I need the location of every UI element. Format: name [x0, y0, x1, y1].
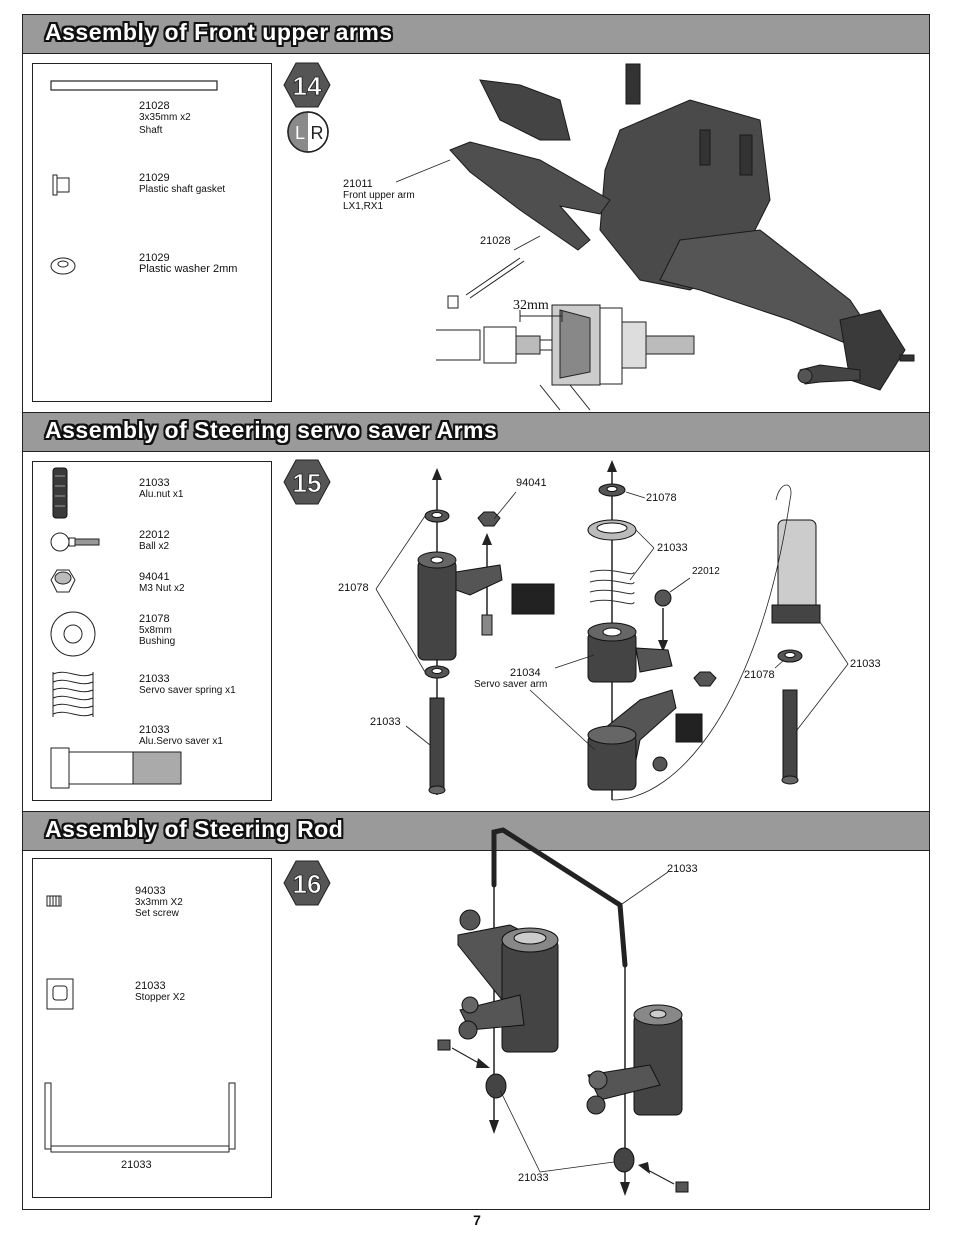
- callout-servo-saver-arm: 21034 Servo saver arm: [474, 667, 548, 691]
- part-label: 21033 Alu.Servo saver x1: [139, 724, 223, 748]
- callout-steering-rod: 21033: [667, 863, 698, 875]
- left-label: L: [295, 123, 305, 143]
- part-label: 21078 5x8mm Bushing: [139, 613, 176, 648]
- bushing-icon: [50, 611, 96, 657]
- step-number: 14: [293, 71, 322, 101]
- spring-icon: [52, 671, 94, 717]
- part-label: 21033 Alu.nut x1: [139, 477, 184, 501]
- callout-22012: 22012: [692, 566, 720, 577]
- stopper-icon: [46, 978, 74, 1010]
- parts-box-step-16: 94033 3x3mm X2 Set screw 21033 Stopper X…: [32, 858, 272, 1198]
- parts-box-step-15: 21033 Alu.nut x1 22012 Ball x2 94041 M3 …: [32, 461, 272, 801]
- callout-21078-left: 21078: [338, 582, 369, 594]
- step-number: 15: [293, 468, 322, 498]
- part-label: 21028 3x35mm x2 Shaft: [139, 100, 191, 137]
- callout-front-upper-arm: 21011 Front upper arm LX1,RX1: [343, 178, 415, 213]
- step-badge-15: 15: [283, 459, 331, 505]
- parts-box-step-14: 21028 3x35mm x2 Shaft 21029 Plastic shaf…: [32, 63, 272, 402]
- section-title: Assembly of Steering Rod: [45, 816, 344, 842]
- callout-21033-right: 21033: [850, 658, 881, 670]
- alu-nut-icon: [52, 467, 68, 519]
- callout-32mm: 32mm: [513, 298, 549, 313]
- callout-stopper: 21033: [518, 1172, 549, 1184]
- callout-21078-top: 21078: [646, 492, 677, 504]
- shaft-gasket-icon: [52, 174, 70, 196]
- part-label: 21029 Plastic shaft gasket: [139, 172, 226, 196]
- washer-icon: [50, 257, 76, 275]
- parts-illustrations: [44, 895, 236, 1153]
- part-label: 21029 Plastic washer 2mm: [139, 252, 238, 275]
- ball-icon: [50, 532, 100, 552]
- part-label: 94033 3x3mm X2 Set screw: [135, 885, 183, 920]
- step-number: 16: [293, 869, 322, 899]
- part-label: 21033: [121, 1159, 152, 1171]
- section-header-steering-rod: Assembly of Steering Rod: [22, 811, 930, 851]
- right-label: R: [311, 123, 324, 143]
- part-label: 94041 M3 Nut x2: [139, 571, 185, 595]
- step-badge-14: 14: [283, 62, 331, 108]
- step-badge-16: 16: [283, 860, 331, 906]
- page-number: 7: [473, 1212, 481, 1228]
- part-label: 21033 Stopper X2: [135, 980, 186, 1004]
- callout-shaft: 21028: [480, 235, 511, 247]
- alu-servo-saver-icon: [50, 747, 182, 789]
- left-right-badge: L R: [287, 111, 329, 153]
- section-header-front-upper-arms: Assembly of Front upper arms: [22, 14, 930, 54]
- parts-illustrations: [50, 467, 182, 789]
- callout-94041: 94041: [516, 477, 547, 489]
- steering-rod-icon: [44, 1082, 236, 1153]
- callout-21033-left: 21033: [370, 716, 401, 728]
- parts-illustrations: [50, 80, 218, 275]
- part-label: 22012 Ball x2: [139, 529, 170, 553]
- shaft-icon: [50, 80, 218, 91]
- section-title: Assembly of Front upper arms: [45, 19, 393, 45]
- m3-nut-icon: [50, 569, 76, 593]
- part-label: 21033 Servo saver spring x1: [139, 673, 236, 697]
- callout-21078-right: 21078: [744, 669, 775, 681]
- callout-21033-spring: 21033: [657, 542, 688, 554]
- section-title: Assembly of Steering servo saver Arms: [45, 417, 498, 443]
- set-screw-icon: [46, 895, 62, 907]
- section-header-servo-saver: Assembly of Steering servo saver Arms: [22, 412, 930, 452]
